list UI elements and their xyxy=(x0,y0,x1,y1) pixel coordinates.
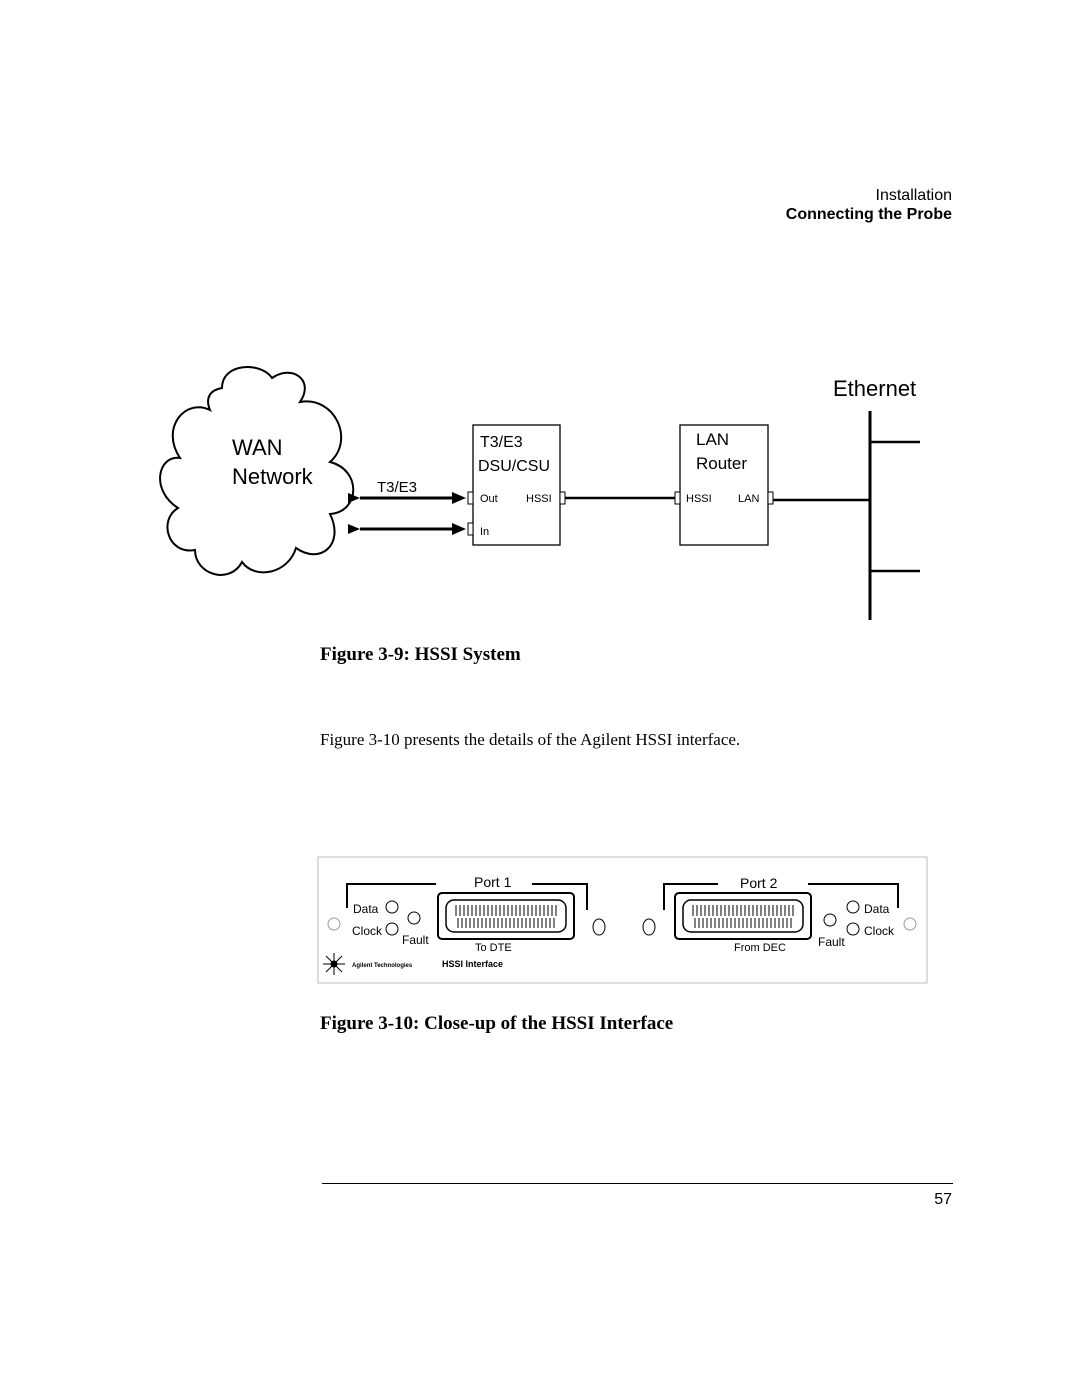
right-data-led xyxy=(846,900,860,914)
dsu-line2: DSU/CSU xyxy=(478,458,550,475)
port2-label: Port 2 xyxy=(740,875,778,891)
dsu-in-label: In xyxy=(480,526,489,538)
dsu-csu-box xyxy=(472,424,561,546)
wan-label: WAN xyxy=(232,435,283,460)
ethernet-label: Ethernet xyxy=(833,376,916,401)
right-clock-label: Clock xyxy=(864,924,895,938)
dsu-hssi-port xyxy=(559,491,566,505)
lan-router-box xyxy=(679,424,769,546)
arrow-out xyxy=(348,493,360,503)
router-lan-port xyxy=(767,491,774,505)
mounting-hole-left xyxy=(327,917,341,931)
body-paragraph: Figure 3-10 presents the details of the … xyxy=(320,730,741,749)
network-label: Network xyxy=(232,464,314,489)
router-hssi-port xyxy=(674,491,681,505)
left-fault-label: Fault xyxy=(402,933,429,947)
port2-screw xyxy=(642,918,656,936)
arrow-in xyxy=(348,524,360,534)
right-fault-label: Fault xyxy=(818,935,845,949)
left-data-label: Data xyxy=(353,902,379,916)
router-line2: Router xyxy=(696,454,747,473)
dsu-in-port xyxy=(467,522,474,536)
left-fault-led xyxy=(407,911,421,925)
figure-3-10-caption: Figure 3-10: Close-up of the HSSI Interf… xyxy=(320,1013,674,1034)
hssi-interface-panel-label: HSSI Interface xyxy=(442,959,503,969)
running-header-section: Installation xyxy=(875,187,953,204)
port1-label: Port 1 xyxy=(474,874,512,890)
right-fault-led xyxy=(823,913,837,927)
agilent-spark-logo xyxy=(323,953,345,975)
to-dte-label: To DTE xyxy=(475,942,512,954)
t3e3-link-label: T3/E3 xyxy=(377,479,417,496)
left-data-led xyxy=(385,900,399,914)
dsu-line1: T3/E3 xyxy=(480,434,523,451)
port2-pins xyxy=(692,905,794,928)
router-line1: LAN xyxy=(696,430,729,449)
wan-cloud-shape xyxy=(159,366,355,576)
mounting-hole-right xyxy=(903,917,917,931)
footer-rule xyxy=(322,1183,953,1184)
figure-3-9-caption: Figure 3-9: HSSI System xyxy=(320,644,521,665)
port1-pins xyxy=(455,905,557,928)
dsu-out-port xyxy=(467,491,474,505)
running-header-subsection: Connecting the Probe xyxy=(785,206,952,223)
hssi-system-diagram: WAN Network T3/E3 T3/E3 DSU/CSU Out In H… xyxy=(159,366,920,620)
router-lan-label: LAN xyxy=(738,493,759,505)
port1-screw xyxy=(592,918,606,936)
router-hssi-label: HSSI xyxy=(686,493,712,505)
from-dec-label: From DEC xyxy=(734,942,786,954)
hssi-interface-panel: Port 1 Port 2 Data Clock Fault To DTE Fr… xyxy=(317,856,928,984)
right-clock-led xyxy=(846,922,860,936)
left-clock-led xyxy=(385,922,399,936)
left-clock-label: Clock xyxy=(352,924,383,938)
dsu-hssi-label: HSSI xyxy=(526,493,552,505)
page-number: 57 xyxy=(934,1191,952,1208)
right-data-label: Data xyxy=(864,902,890,916)
agilent-brand-label: Agilent Technologies xyxy=(352,963,413,969)
dsu-out-label: Out xyxy=(480,493,498,505)
